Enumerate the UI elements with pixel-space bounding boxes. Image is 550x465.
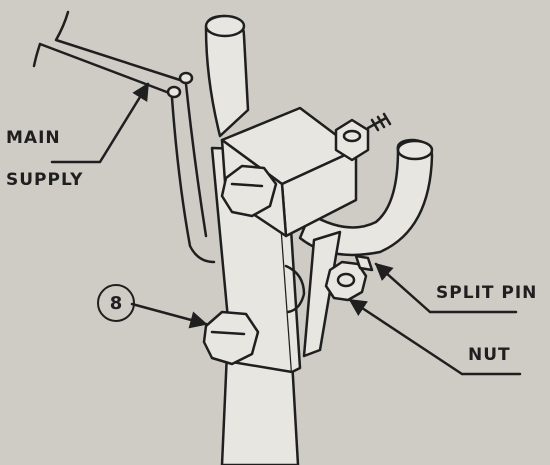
split-pin-coil [366,112,392,132]
return-hook [298,138,434,257]
item-callout-8: 8 [97,284,135,322]
leader-nut [350,300,522,376]
leader-item-8 [130,302,208,329]
top-bolt [334,118,370,162]
leader-main-supply [50,82,150,164]
leader-split-pin [376,264,518,314]
leader-lines [50,82,522,376]
main-supply-wire [32,10,216,264]
label-main: MAIN [6,128,61,148]
hanger-rod [204,14,250,138]
label-supply: SUPPLY [6,170,84,190]
item-callout-number: 8 [109,292,123,314]
washer-ring [284,264,306,314]
label-split-pin: SPLIT PIN [436,283,538,303]
clamp-bolt-head [220,164,278,218]
label-nut: NUT [468,345,511,365]
strap [302,230,342,358]
bolt-item-8 [202,310,260,366]
